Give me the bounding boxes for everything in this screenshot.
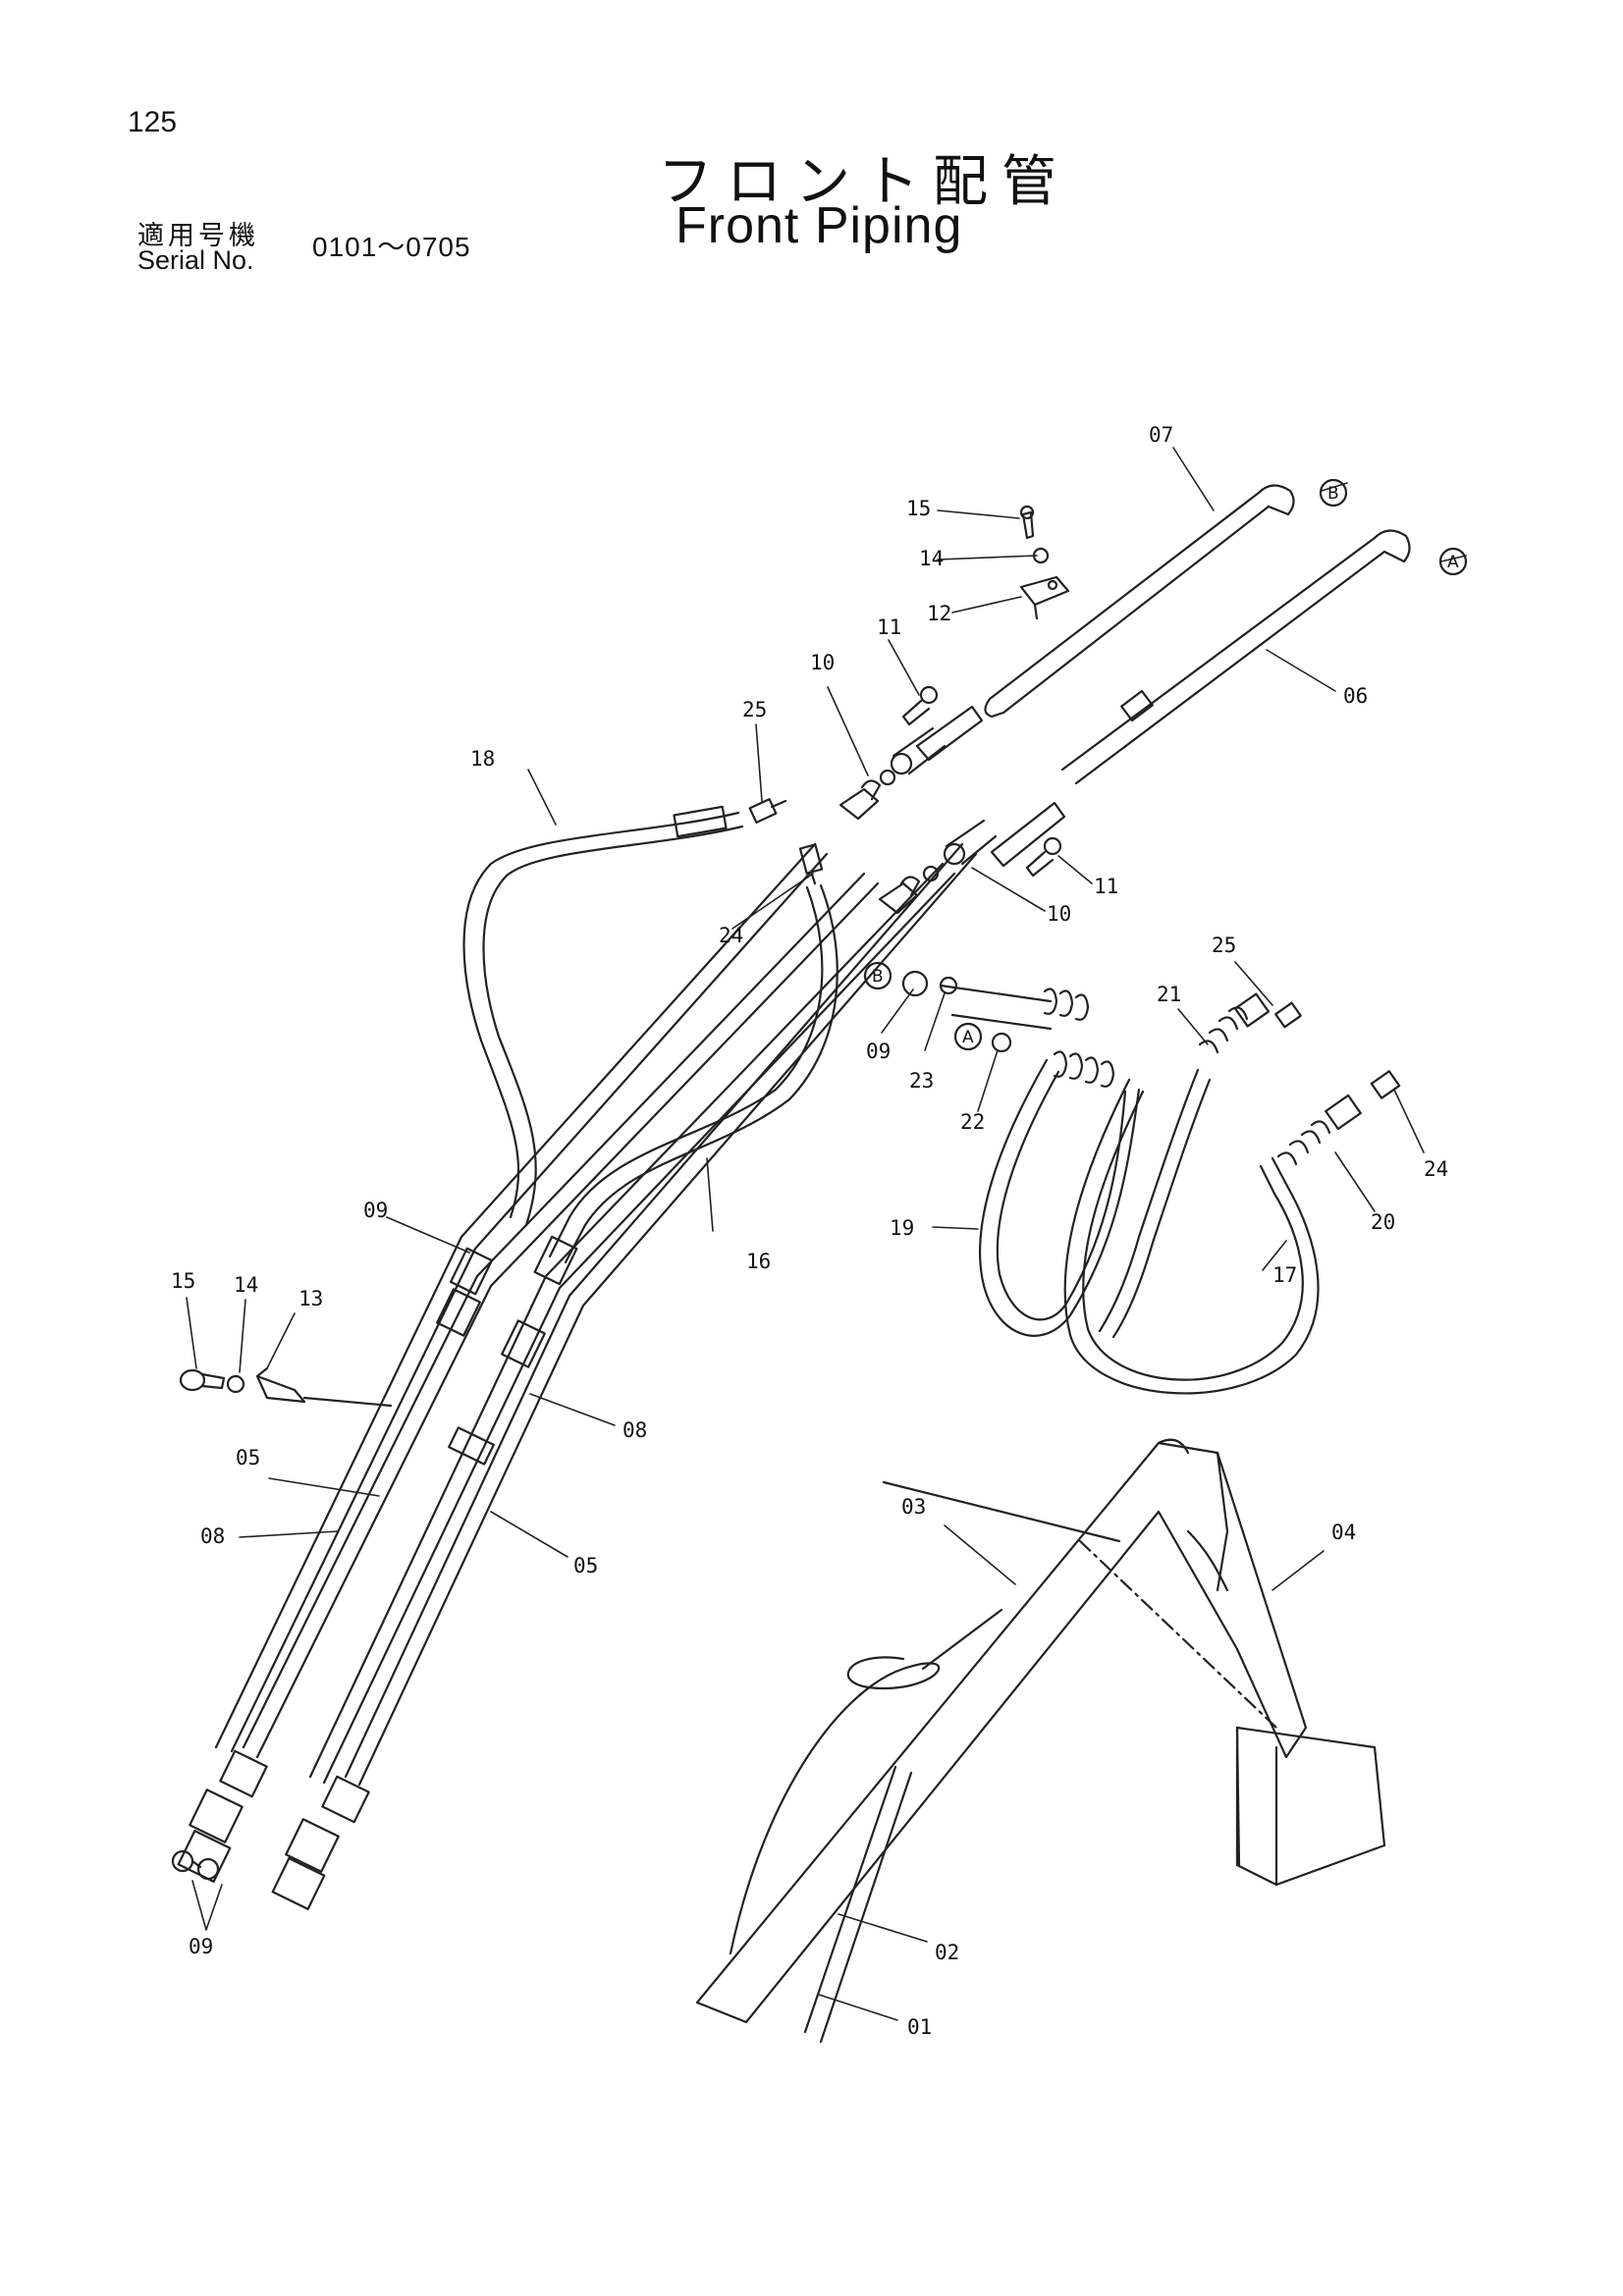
coupler-right-lower [501, 1319, 546, 1368]
callout-07: 07 [1149, 423, 1173, 447]
callout-14-left: 14 [234, 1273, 258, 1297]
serial-label: Serial No. [137, 245, 254, 275]
hose-20 [1276, 1094, 1362, 1166]
coupler-09-left [449, 1247, 494, 1296]
washer-14-left [226, 1374, 245, 1394]
marker-a-top-label: A [1447, 553, 1459, 572]
callout-17: 17 [1272, 1263, 1297, 1287]
callout-04: 04 [1331, 1521, 1356, 1544]
callout-15-top: 15 [906, 497, 931, 520]
clamp-block-mid [448, 1426, 495, 1466]
callout-15-left: 15 [171, 1269, 195, 1293]
pipe-05-right [344, 842, 978, 1787]
pipe-08-left [214, 842, 829, 1753]
marker-b-mid [863, 961, 893, 990]
fittings-09-bottom [171, 1849, 220, 1881]
callout-09-mid: 09 [866, 1040, 891, 1063]
callout-08-left: 08 [200, 1524, 225, 1548]
fitting-24-right [1370, 1070, 1401, 1099]
hose-21 [1098, 992, 1271, 1339]
pipe-08-right [308, 862, 956, 1785]
callout-01: 01 [907, 2015, 932, 2039]
callout-02: 02 [935, 1941, 959, 1964]
callout-25-top: 25 [742, 698, 767, 721]
callout-10-mid: 10 [1047, 902, 1071, 926]
page-title: Front Piping [676, 197, 963, 254]
callout-24-left: 24 [719, 924, 743, 947]
hose-16 [548, 883, 839, 1264]
callout-08-right: 08 [622, 1418, 647, 1442]
callout-22: 22 [960, 1110, 985, 1134]
callout-14-top: 14 [919, 547, 944, 570]
callout-05-right: 05 [573, 1554, 598, 1577]
marker-a-mid-label: A [962, 1028, 974, 1047]
pipe-07 [984, 484, 1295, 719]
pipe-section-upper [915, 705, 984, 762]
callout-19: 19 [890, 1216, 914, 1240]
clamp-13 [255, 1366, 393, 1408]
callout-03: 03 [901, 1495, 926, 1519]
callout-09-bottom: 09 [189, 1935, 213, 1958]
bolt-15-left [179, 1368, 226, 1392]
flange-upper [839, 726, 947, 821]
pipe-section-lower [990, 801, 1066, 868]
pipe-06 [1060, 529, 1411, 785]
fitting-09-b [901, 970, 929, 997]
callout-11-mid: 11 [1094, 875, 1118, 898]
coupler-09-left-lower [436, 1288, 481, 1337]
callout-11-top: 11 [877, 615, 901, 639]
hose-18 [462, 805, 744, 1227]
callout-20: 20 [1371, 1210, 1395, 1234]
marker-a-top [1438, 547, 1468, 576]
pipe-end-fittings-left [177, 1749, 268, 1883]
hose-17 [1063, 1078, 1320, 1395]
hose-19 [978, 1058, 1141, 1337]
excavator-front-attachment [695, 1438, 1386, 2044]
marker-a-mid [953, 1022, 983, 1051]
callout-10-top: 10 [810, 651, 835, 674]
fitting-25-top [748, 798, 787, 824]
marker-b-mid-label: B [872, 967, 884, 987]
hose-coils-19-21 [939, 984, 1115, 1088]
bolt-15-top [1019, 505, 1035, 540]
oring-22 [991, 1032, 1012, 1053]
fitting-25-right [1274, 1001, 1302, 1029]
callout-09-left: 09 [363, 1199, 388, 1222]
bolt-11-lower [1025, 836, 1062, 878]
callout-05-left: 05 [236, 1446, 260, 1469]
pipe-05-left [242, 872, 880, 1759]
page-title-japanese: フロント配管 [658, 150, 1070, 214]
clamp-12 [1019, 575, 1070, 620]
pipe-end-fittings-right [271, 1775, 370, 1910]
marker-b-top-label: B [1327, 484, 1339, 504]
bolt-11-upper [901, 685, 939, 726]
leader-lines [186, 447, 1467, 2021]
marker-b-top [1319, 478, 1348, 507]
callout-13: 13 [298, 1287, 323, 1310]
coupler-right [533, 1235, 578, 1286]
callout-25-right: 25 [1212, 934, 1236, 957]
callout-16: 16 [746, 1250, 771, 1273]
callout-12: 12 [927, 602, 951, 625]
oring-23 [939, 976, 958, 995]
serial-range: 0101～0705 [312, 232, 471, 262]
page-number: 125 [128, 106, 178, 138]
callout-06: 06 [1343, 684, 1368, 708]
serial-label-japanese: 適用号機 [137, 221, 259, 251]
callout-23: 23 [909, 1069, 934, 1093]
callout-18: 18 [470, 747, 495, 771]
callout-21: 21 [1157, 983, 1181, 1006]
callout-24-right: 24 [1424, 1157, 1448, 1181]
